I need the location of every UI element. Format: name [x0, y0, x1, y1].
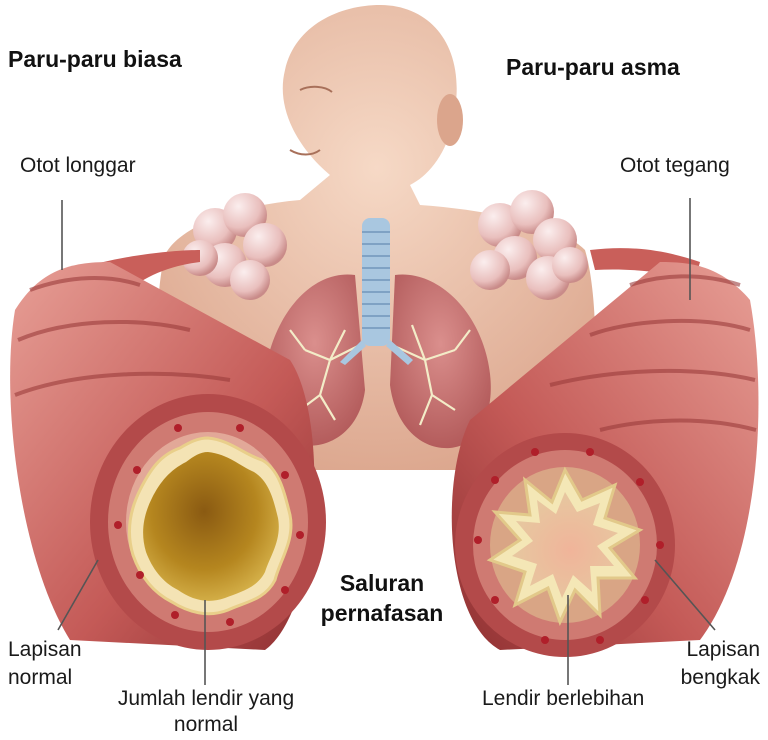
- label-excess-mucus: Lendir berlebihan: [482, 686, 644, 711]
- heading-airway: Saluran pernafasan: [318, 568, 446, 628]
- heading-asthma-lung: Paru-paru asma: [506, 54, 680, 81]
- label-normal-lining: Lapisan normal: [8, 636, 98, 692]
- label-swollen-lining: Lapisan bengkak: [660, 636, 760, 692]
- label-normal-mucus: Jumlah lendir yang normal: [103, 686, 309, 738]
- label-tight-muscle: Otot tegang: [620, 153, 730, 178]
- heading-normal-lung: Paru-paru biasa: [8, 46, 182, 73]
- label-relaxed-muscle: Otot longgar: [20, 153, 136, 178]
